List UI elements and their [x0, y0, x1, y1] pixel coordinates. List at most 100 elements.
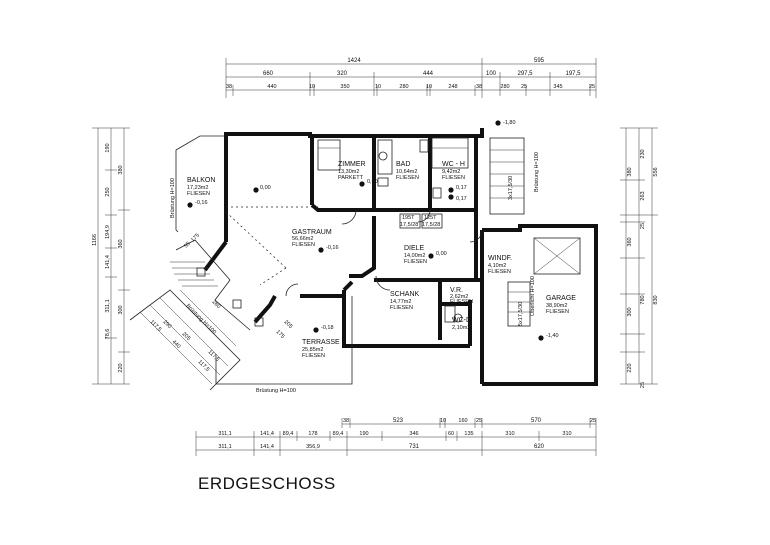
- top-dim-row3-7: 248: [448, 84, 457, 90]
- level-marker: 0,17: [448, 185, 467, 193]
- bottom-dim-row3-0: 311,1: [218, 444, 231, 450]
- level-label: -0,16: [326, 245, 339, 251]
- room-name: WC - H: [442, 161, 465, 168]
- bottom-dimension-lines: 38 523 10 160 25 570 25 311,1 141,4 89,4…: [195, 418, 597, 456]
- right-dim-mid-3: 360: [627, 237, 633, 246]
- top-dim-row3-6: 10: [426, 84, 432, 90]
- stair-dim-5: 117,5: [207, 349, 221, 363]
- bruestung-bottom: Brüstung H=100: [256, 388, 296, 394]
- room-terrasse: TERRASSE 25,85m2 FLIESEN: [302, 339, 340, 359]
- room-floor: FLIESEN: [442, 175, 465, 181]
- room-name: BALKON: [187, 177, 215, 184]
- left-dim-inner-3: 220: [118, 363, 124, 372]
- level-marker: -1,80: [495, 120, 516, 126]
- top-dim-row2-3: 100: [486, 71, 497, 77]
- right-dim-outer-0: 556: [653, 167, 659, 176]
- bottom-dim-row1-2: 10: [440, 418, 446, 424]
- top-dim-row1-0: 1424: [347, 58, 361, 64]
- room-area: 2,62m2: [450, 294, 468, 300]
- level-label: 0,00: [436, 251, 447, 257]
- room-area: 25,85m2: [302, 347, 323, 353]
- room-floor: FLIESEN: [488, 269, 511, 275]
- room-name: GARAGE: [546, 295, 576, 302]
- room-floor: FLIESEN: [450, 299, 473, 305]
- bottom-dim-row1-1: 523: [393, 418, 404, 424]
- level-marker: -1,40: [538, 333, 559, 341]
- entry-stair: 3x17,5/30 Brüstung H=100 5x17,5/30 Oberl…: [489, 137, 581, 327]
- stair-dim-1: 290: [162, 319, 173, 330]
- page-title: ERDGESCHOSS: [198, 474, 336, 493]
- room-floor: FLIESEN: [390, 305, 413, 311]
- bottom-dim-row3-2: 356,9: [306, 444, 320, 450]
- room-schank: SCHANK 14,77m2 FLIESEN: [390, 291, 420, 311]
- door-label-c: 125T: [424, 215, 437, 221]
- stair-right-label: 3x17,5/30: [508, 176, 514, 200]
- exterior-stair: 117,5 290 117,5 440 205 117,5 280 55 175…: [129, 233, 293, 391]
- level-label: 0,00: [260, 185, 271, 191]
- room-floor: FLIESEN: [292, 242, 315, 248]
- room-area: 14,00m2: [404, 253, 425, 259]
- door-label-a: 195T: [402, 215, 415, 221]
- bottom-dim-row2-0: 311,1: [218, 431, 231, 437]
- room-diele: DIELE 14,00m2 FLIESEN: [404, 245, 427, 265]
- left-dim-total: 1166: [92, 234, 98, 246]
- room-name: SCHANK: [390, 291, 420, 298]
- bottom-dim-row2-7: 60: [448, 431, 454, 437]
- room-labels: ZIMMER 13,30m2 PARKETT BAD 10,64m2 FLIES…: [187, 161, 576, 359]
- right-dim-mid-0: 230: [640, 149, 646, 158]
- top-dimension-lines: 1424 595 660 320 444 100 297,5 197,5 38 …: [225, 58, 597, 98]
- top-dim-row2-2: 444: [423, 71, 434, 77]
- left-dim-mid-4: 311,1: [105, 299, 111, 312]
- doors: 195T 17,5/28 125T 17,5/28: [285, 209, 483, 297]
- room-floor: FLIESEN: [302, 353, 325, 359]
- room-wc-d: WC-D 2,10m2: [452, 317, 471, 331]
- room-zimmer: ZIMMER 13,30m2 PARKETT: [338, 161, 366, 181]
- room-area: 38,90m2: [546, 303, 567, 309]
- left-dim-mid-2: 194,9: [105, 225, 111, 239]
- bottom-dim-row2-9: 310: [505, 431, 514, 437]
- walls: [175, 128, 598, 386]
- top-dim-row3-2: 10: [309, 84, 315, 90]
- level-marker: 0,00: [359, 179, 378, 187]
- top-dim-row3-8: 38: [476, 84, 482, 90]
- left-dim-mid-3: 141,4: [105, 255, 111, 269]
- stair-garage-label: 5x17,5/30: [518, 302, 524, 326]
- bottom-dim-row1-0: 38: [343, 418, 349, 424]
- bruestung-right: Brüstung H=100: [534, 152, 540, 192]
- stair-dim-6: 280: [211, 299, 222, 310]
- top-dim-row2-4: 297,5: [517, 71, 533, 77]
- bruestung-left: Brüstung H=100: [170, 178, 176, 218]
- bottom-dim-row2-6: 346: [409, 431, 418, 437]
- left-dim-inner-1: 360: [118, 239, 124, 248]
- room-area: 10,64m2: [396, 169, 417, 175]
- left-dim-inner-2: 300: [118, 305, 124, 314]
- top-dim-row2-5: 197,5: [565, 71, 581, 77]
- top-dim-row3-3: 350: [340, 84, 349, 90]
- stair-dim-4: 205: [181, 331, 192, 342]
- right-dim-inner-0: 25: [640, 223, 646, 229]
- stair-bruestung: Brüstung H=100: [185, 303, 217, 335]
- level-label: -0,18: [321, 325, 334, 331]
- top-dim-row1-1: 595: [534, 58, 545, 64]
- left-dimension-lines: 1166 190 250 194,9 141,4 311,1 78,6 380 …: [92, 127, 130, 385]
- room-windfang: WINDF. 4,10m2 FLIESEN: [488, 255, 512, 275]
- bottom-dim-row2-4: 89,4: [333, 431, 344, 437]
- bottom-dim-row2-2: 89,4: [283, 431, 294, 437]
- door-label-d: 17,5/28: [422, 222, 440, 228]
- bottom-dim-row3-4: 620: [534, 444, 545, 450]
- right-dim-outer-1: 830: [653, 295, 659, 304]
- room-balkon: BALKON 17,23m2 FLIESEN: [187, 177, 215, 197]
- level-marker: 0,00: [253, 185, 271, 193]
- level-marker: 0,17: [448, 194, 467, 202]
- top-dim-row3-0: 38: [226, 84, 232, 90]
- room-name: GASTRAUM: [292, 229, 332, 236]
- bottom-dim-row1-4: 25: [476, 418, 482, 424]
- level-marker: 0,00: [428, 251, 447, 259]
- level-label: -1,40: [546, 333, 559, 339]
- left-dim-mid-1: 250: [105, 187, 111, 196]
- room-name: WINDF.: [488, 255, 512, 262]
- top-dim-row3-9: 280: [500, 84, 509, 90]
- bottom-dim-row3-3: 731: [409, 444, 420, 450]
- room-name: DIELE: [404, 245, 425, 252]
- bottom-dim-row2-1: 141,4: [260, 431, 274, 437]
